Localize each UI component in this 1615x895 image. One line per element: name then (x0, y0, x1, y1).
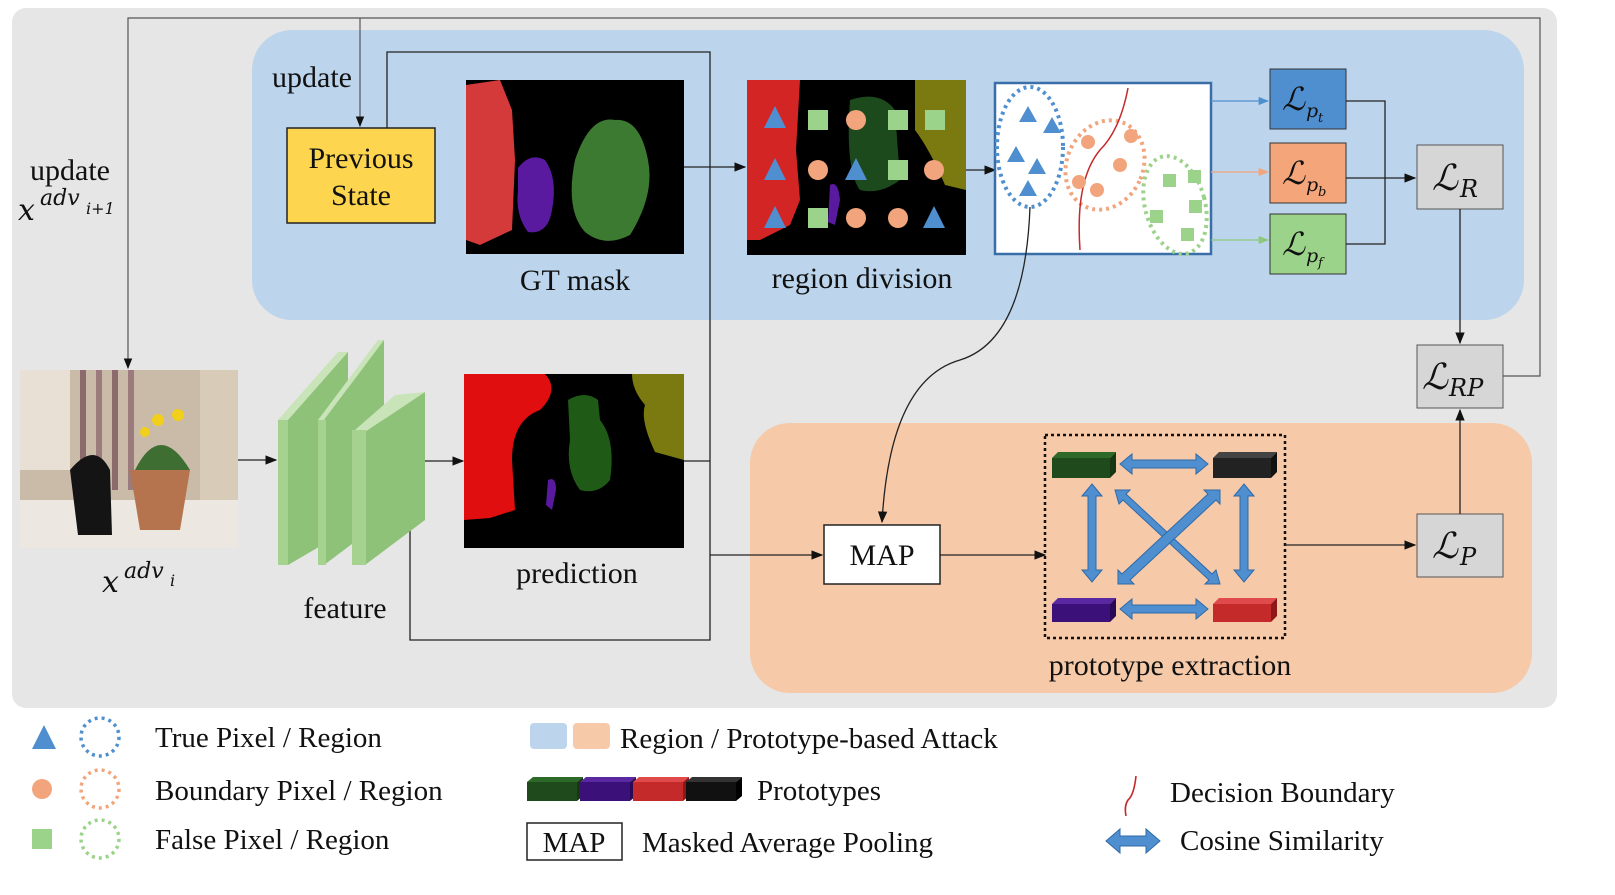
cluster-to-map-curve (877, 206, 1031, 524)
svg-text:ℒ: ℒ (1282, 80, 1306, 118)
svg-text:x: x (18, 193, 35, 228)
legend-prototypes: Prototypes (757, 775, 881, 807)
prediction-image (464, 374, 684, 548)
decision-boundary-icon (1124, 775, 1137, 817)
boundary-region-dotted-ellipse-icon (79, 768, 121, 810)
svg-text:ℒ: ℒ (1432, 158, 1459, 199)
legend-map-box (526, 822, 623, 861)
legend-true-pixel-region: True Pixel / Region (155, 722, 382, 754)
prototype-blocks (1052, 452, 1277, 622)
legend-cosine-similarity: Cosine Similarity (1180, 825, 1384, 857)
svg-text:i: i (170, 571, 175, 590)
svg-text:P: P (1459, 543, 1477, 571)
gt-mask-label: GT mask (520, 264, 630, 297)
feature-block (278, 340, 425, 565)
prototype-extraction-label: prototype extraction (1049, 649, 1291, 682)
svg-text:i+1: i+1 (86, 199, 115, 218)
svg-text:p: p (1306, 174, 1318, 196)
x-adv-next-label: x adv i+1 (18, 186, 115, 228)
prototype-extraction-box (1043, 433, 1287, 640)
legend-prototype-blocks (527, 777, 742, 801)
svg-text:ℒ: ℒ (1282, 225, 1306, 263)
false-region-dotted-ellipse-icon (79, 818, 121, 860)
loss-pb-box (1269, 142, 1347, 204)
loss-pb-label: ℒ p b (1282, 154, 1326, 200)
legend-boundary-pixel-region: Boundary Pixel / Region (155, 775, 443, 807)
svg-text:adv: adv (40, 186, 80, 211)
state-line (386, 51, 711, 641)
svg-text:t: t (1318, 111, 1324, 126)
loss-pt-box (1269, 68, 1347, 130)
svg-text:ℒ: ℒ (1422, 357, 1449, 398)
previous-state-line2: State (331, 179, 391, 212)
loss-rp-label: ℒ RP (1422, 357, 1484, 402)
legend-map-desc: Masked Average Pooling (642, 827, 933, 859)
cluster-regions (995, 85, 1209, 256)
svg-text:RP: RP (1448, 374, 1484, 402)
update-left-label: update (30, 154, 110, 187)
svg-text:b: b (1318, 185, 1326, 200)
svg-text:R: R (1459, 175, 1478, 203)
loss-pf-label: ℒ p f (1282, 225, 1325, 271)
gt-mask-image (466, 80, 684, 254)
x-adv-label: x adv i (102, 559, 175, 600)
false-pixel-square-icon (32, 829, 52, 849)
prototype-attack-swatch (573, 723, 610, 749)
region-attack-swatch (530, 723, 567, 749)
legend: True Pixel / Region Boundary Pixel / Reg… (32, 716, 1395, 861)
feature-label: feature (303, 592, 386, 625)
svg-text:p: p (1306, 245, 1318, 267)
loss-r-box (1416, 144, 1504, 210)
prediction-label: prediction (516, 557, 638, 590)
legend-false-pixel-region: False Pixel / Region (155, 824, 390, 856)
loss-r-label: ℒ R (1432, 158, 1478, 203)
feedback-loop-line (123, 17, 1541, 377)
previous-state-line1: Previous (309, 142, 414, 175)
cosine-similarity-double-arrow-icon (1105, 827, 1161, 855)
map-box (823, 524, 941, 585)
svg-text:x: x (102, 565, 119, 600)
svg-text:adv: adv (124, 559, 164, 584)
boundary-pixel-circle-icon (32, 779, 52, 799)
region-division-markers (764, 106, 945, 228)
legend-attack-type: Region / Prototype-based Attack (620, 723, 998, 755)
pt-to-r-line (1346, 100, 1386, 245)
region-division-label: region division (772, 262, 953, 295)
loss-rp-box (1416, 344, 1504, 409)
update-top-label: update (272, 61, 352, 94)
svg-text:ℒ: ℒ (1432, 526, 1459, 567)
svg-text:f: f (1317, 256, 1325, 271)
legend-decision-boundary: Decision Boundary (1170, 777, 1395, 809)
loss-p-label: ℒ P (1432, 526, 1477, 571)
loss-pt-label: ℒ p t (1282, 80, 1324, 126)
true-pixel-triangle-icon (32, 725, 56, 749)
true-region-dotted-ellipse-icon (79, 716, 121, 758)
svg-text:ℒ: ℒ (1282, 154, 1306, 192)
cosine-similarity-arrows (1080, 452, 1256, 621)
svg-text:p: p (1306, 100, 1318, 122)
legend-map-box-label: MAP (543, 827, 606, 859)
input-image (20, 370, 238, 548)
previous-state-box (286, 127, 436, 224)
map-box-label: MAP (849, 539, 914, 572)
